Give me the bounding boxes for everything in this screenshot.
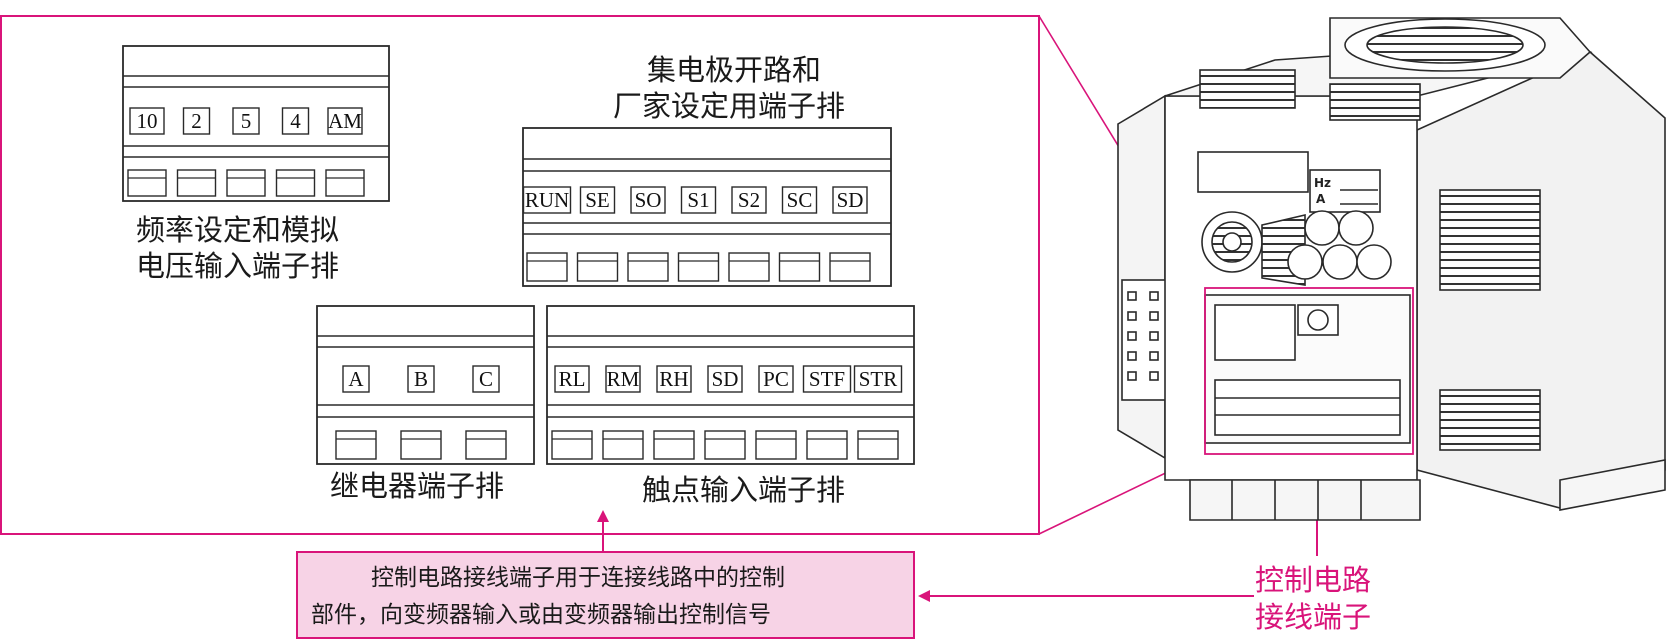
collector-title-line2: 厂家设定用端子排 [613, 89, 845, 123]
contact-terminal-label: RH [659, 367, 688, 391]
freq-caption-line2: 电压输入端子排 [136, 249, 339, 283]
collector-terminal-block: RUN SE SO S1 S2 SC SD [522, 127, 892, 287]
collector-terminal-label: S1 [687, 188, 709, 212]
relay-terminal-label: A [348, 367, 364, 391]
contact-terminal-box [802, 365, 852, 393]
contact-terminal-label: STR [859, 367, 898, 391]
callout-line2: 部件，向变频器输入或由变频器输出控制信号 [311, 602, 771, 628]
collector-terminal-label: SE [585, 188, 610, 212]
contact-terminal-label: SD [712, 367, 739, 391]
relay-caption: 继电器端子排 [330, 469, 504, 503]
relay-terminal-socket [400, 430, 442, 460]
freq-terminal-socket [275, 169, 316, 197]
contact-terminal-socket [704, 430, 746, 460]
collector-terminal-socket [677, 252, 720, 282]
collector-terminal-box [579, 186, 616, 214]
contact-terminal-socket [806, 430, 848, 460]
collector-terminal-box [630, 186, 666, 214]
contact-terminal-box [853, 365, 903, 393]
collector-terminal-box [522, 186, 572, 214]
freq-terminal-label: 10 [137, 109, 158, 133]
contact-terminal-box [758, 365, 794, 393]
collector-terminal-socket [829, 252, 871, 282]
collector-terminal-box [832, 186, 868, 214]
collector-title-line1: 集电极开路和 [647, 53, 821, 87]
freq-terminal-socket [176, 169, 217, 197]
freq-caption-line1: 频率设定和模拟 [136, 213, 339, 247]
collector-terminal-socket [627, 252, 669, 282]
collector-terminal-socket [526, 252, 568, 282]
freq-terminal-label: 4 [290, 109, 301, 133]
contact-terminal-box [707, 365, 743, 393]
contact-caption: 触点输入端子排 [642, 473, 845, 507]
contact-terminal-block: RL RM RH SD PC STF STR [546, 305, 915, 465]
freq-terminal-label: AM [328, 109, 362, 133]
collector-terminal-box [731, 186, 767, 214]
device-label-line2: 接线端子 [1255, 600, 1371, 634]
contact-terminal-label: RM [607, 367, 640, 391]
contact-terminal-label: STF [809, 367, 845, 391]
contact-terminal-box [554, 365, 590, 393]
freq-terminal-box [327, 107, 363, 135]
freq-terminal-box [129, 107, 165, 135]
device-hz-label: Hz [1314, 176, 1331, 190]
freq-terminal-socket [325, 169, 365, 197]
relay-terminal-box [342, 365, 370, 393]
collector-terminal-box [680, 186, 717, 214]
contact-terminal-socket [857, 430, 899, 460]
freq-terminal-socket [226, 169, 266, 197]
device-a-label: A [1316, 192, 1326, 206]
collector-terminal-socket [728, 252, 770, 282]
collector-terminal-box [781, 186, 818, 214]
collector-terminal-label: RUN [525, 188, 569, 212]
collector-terminal-label: SD [837, 188, 864, 212]
relay-terminal-box [472, 365, 500, 393]
collector-terminal-label: SC [787, 188, 813, 212]
freq-terminal-block: 10 2 5 4 AM [122, 45, 390, 202]
inverter-illustration [1117, 17, 1666, 521]
collector-terminal-label: SO [635, 188, 662, 212]
callout-line1: 控制电路接线端子用于连接线路中的控制 [371, 565, 785, 591]
relay-terminal-box [407, 365, 435, 393]
relay-terminal-block: A B C [316, 305, 535, 465]
contact-terminal-socket [602, 430, 644, 460]
collector-terminal-label: S2 [738, 188, 760, 212]
contact-terminal-box [605, 365, 641, 393]
collector-terminal-socket [576, 252, 619, 282]
contact-terminal-label: PC [763, 367, 789, 391]
callout-box [296, 551, 915, 639]
freq-terminal-label: 5 [241, 109, 252, 133]
relay-terminal-socket [465, 430, 507, 460]
device-label-line1: 控制电路 [1255, 563, 1371, 597]
collector-terminal-socket [778, 252, 821, 282]
freq-terminal-box [182, 107, 211, 135]
freq-terminal-box [281, 107, 310, 135]
contact-terminal-socket [755, 430, 797, 460]
freq-terminal-label: 2 [191, 109, 202, 133]
relay-terminal-label: C [479, 367, 493, 391]
contact-terminal-label: RL [559, 367, 586, 391]
contact-terminal-socket [653, 430, 695, 460]
freq-terminal-box [232, 107, 260, 135]
contact-terminal-socket [551, 430, 593, 460]
relay-terminal-socket [335, 430, 377, 460]
contact-terminal-box [656, 365, 692, 393]
freq-terminal-socket [127, 169, 167, 197]
relay-terminal-label: B [414, 367, 428, 391]
device-terminal-highlight [1204, 287, 1414, 455]
